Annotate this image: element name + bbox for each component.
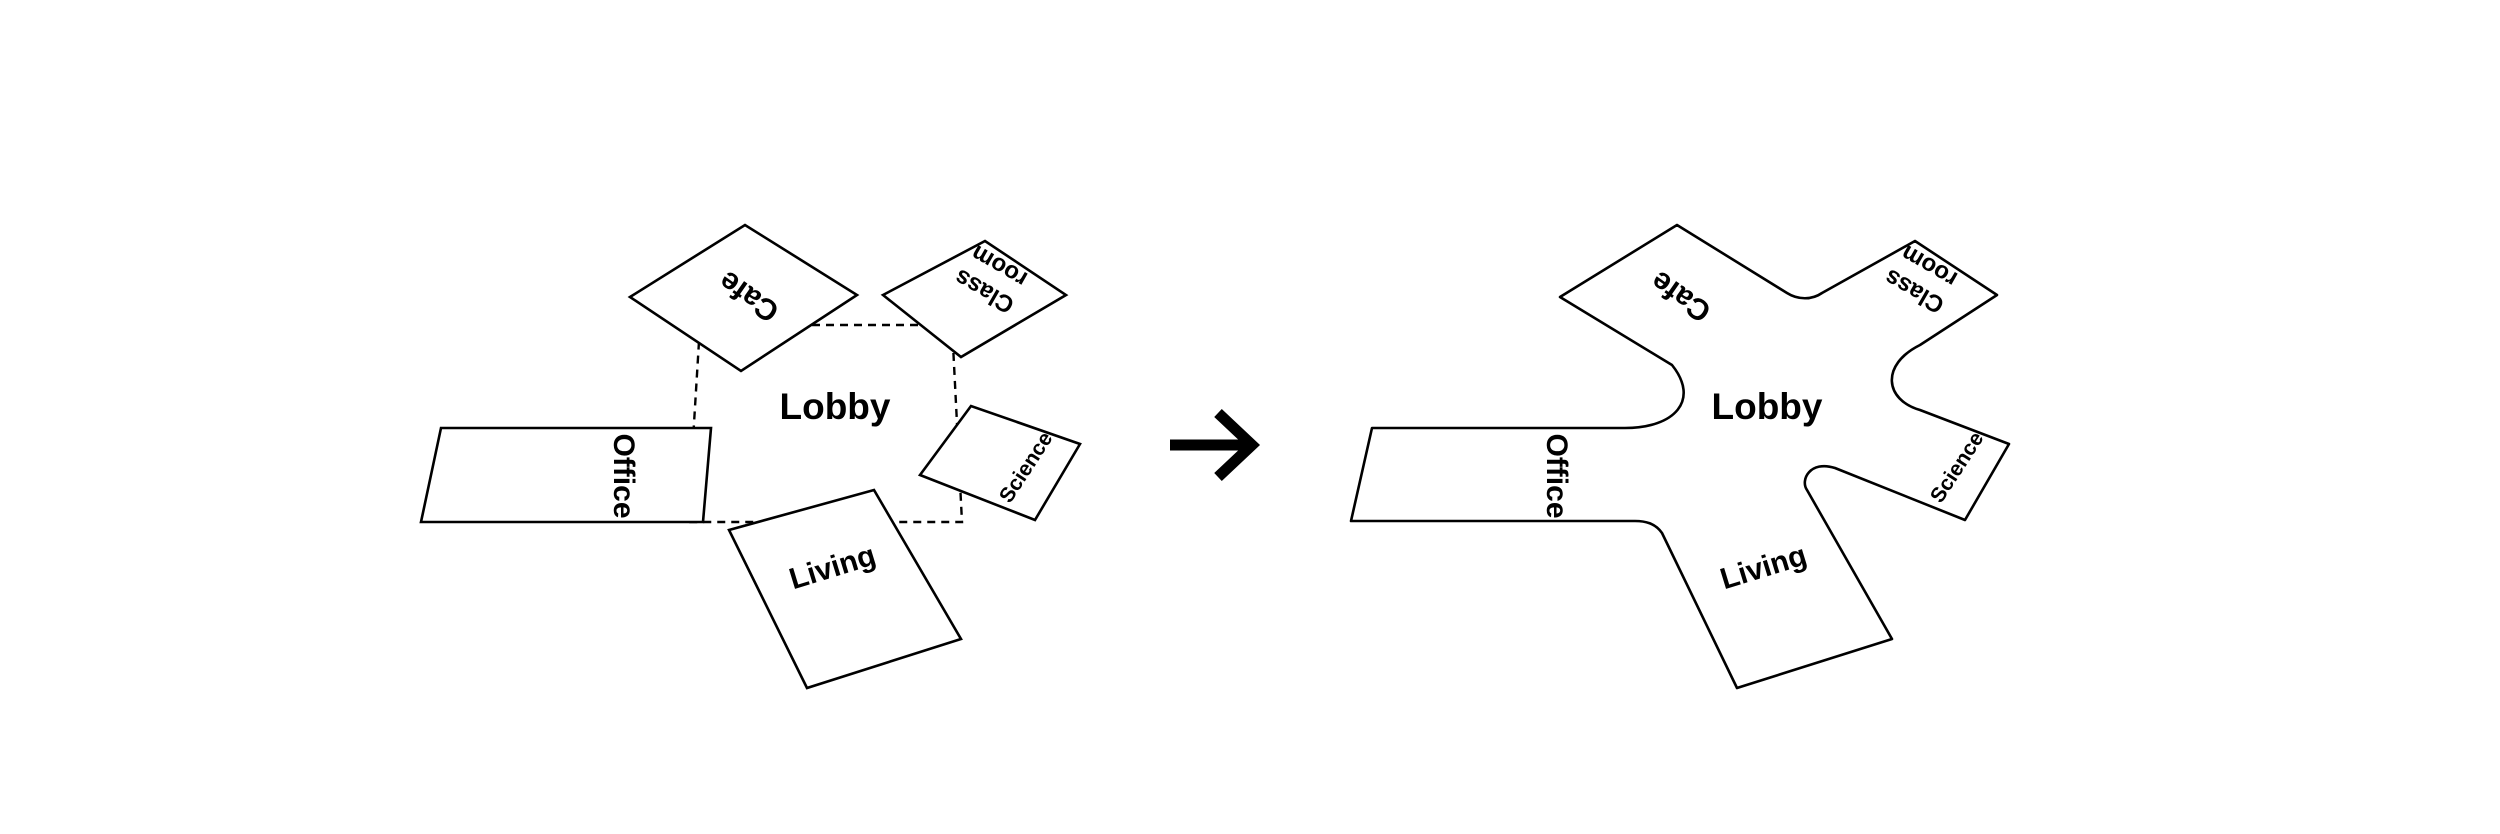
separate-rooms-diagram: Office Cafe Class room Science Living Lo… bbox=[419, 223, 1082, 690]
living-block bbox=[727, 488, 963, 690]
merged-lobby-label: Lobby bbox=[1712, 386, 1823, 427]
science-block bbox=[917, 404, 1082, 522]
lobby-label: Lobby bbox=[780, 386, 891, 427]
merged-building-outline bbox=[1349, 223, 2011, 690]
office-label: Office bbox=[607, 433, 640, 518]
office-block bbox=[419, 426, 713, 524]
classroom-block bbox=[880, 239, 1069, 359]
merged-plan-diagram: Lobby Office Cafe Class room Science Liv… bbox=[1349, 223, 2011, 690]
cafe-block bbox=[627, 223, 860, 373]
merged-office-label: Office bbox=[1540, 433, 1573, 518]
right-arrow-icon bbox=[1170, 408, 1261, 482]
